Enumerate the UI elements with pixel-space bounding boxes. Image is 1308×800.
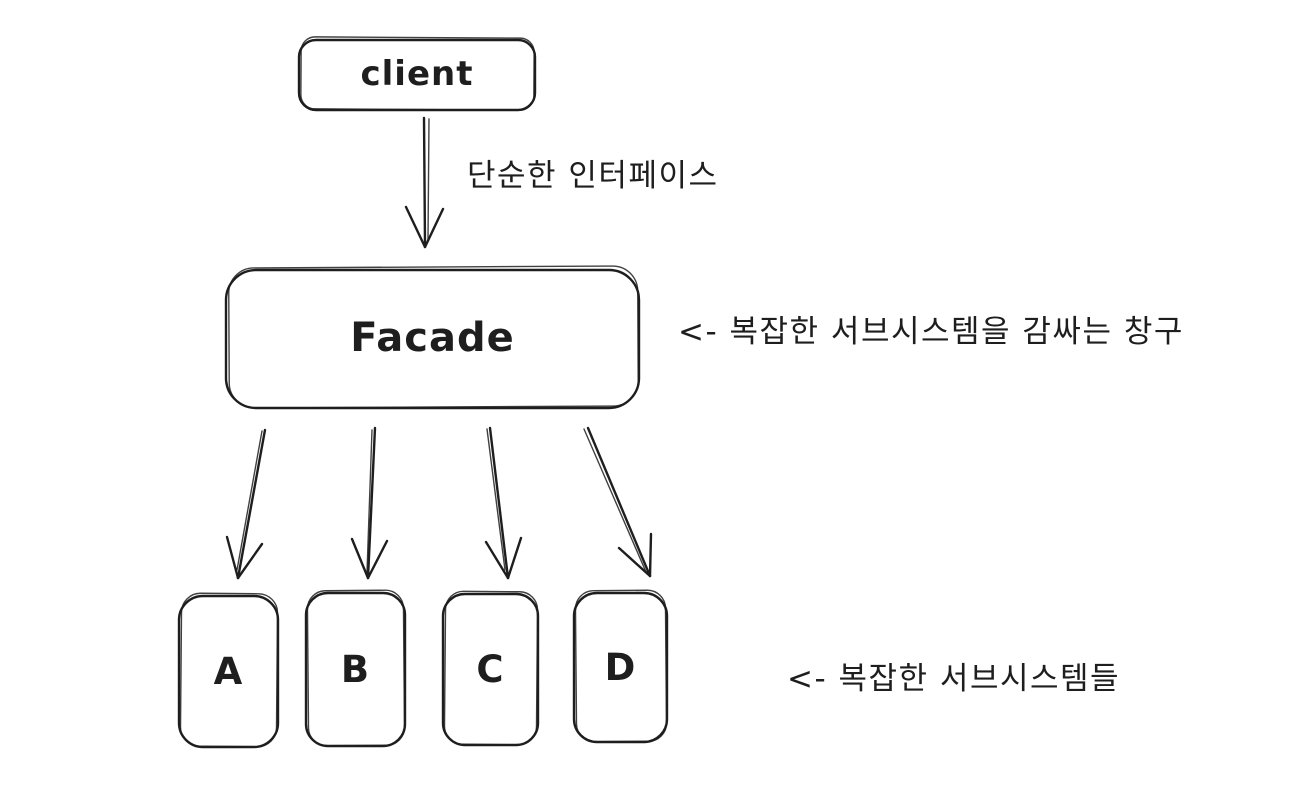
- subsystem-a-label: A: [213, 650, 244, 693]
- client-to-facade-arrow: [404, 116, 445, 249]
- subsystem-b-box: [304, 589, 407, 748]
- facade-to-b-arrow: [350, 426, 389, 580]
- subsystem-b-label: B: [340, 648, 371, 691]
- facade-to-c-arrow: [484, 426, 523, 580]
- subsystem-c-label: C: [476, 648, 505, 691]
- client-node-label: client: [360, 54, 474, 94]
- subsystem-d-box: [572, 589, 669, 744]
- facade-annotation: <- 복잡한 서브시스템을 감싸는 창구: [678, 314, 1184, 350]
- facade-node-label: Facade: [350, 315, 515, 361]
- subsystem-d-label: D: [604, 646, 637, 689]
- client-to-facade-edge-label: 단순한 인터페이스: [467, 158, 719, 194]
- facade-to-d-arrow: [583, 426, 653, 578]
- facade-box: [224, 265, 641, 410]
- subsystem-a-box: [177, 592, 280, 749]
- facade-to-a-arrow: [225, 428, 267, 580]
- subsystems-annotation: <- 복잡한 서브시스템들: [787, 661, 1121, 697]
- client-box: [297, 36, 537, 112]
- subsystem-c-box: [441, 590, 540, 747]
